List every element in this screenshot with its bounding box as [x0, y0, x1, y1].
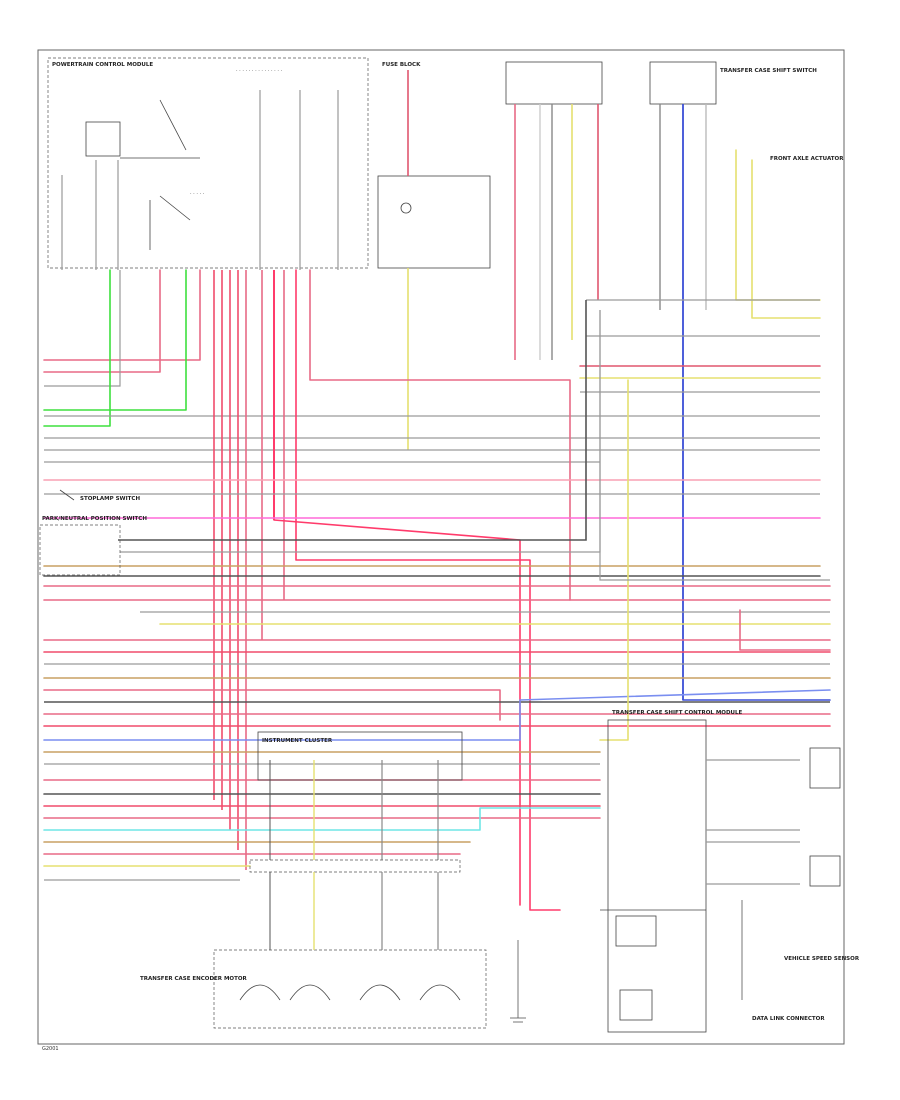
- right-switch-wires: FRONT AXLE ACTUATOR: [579, 149, 844, 393]
- ground-symbol: [510, 940, 526, 1023]
- right-side-relays: VEHICLE SPEED SENSOR DATA LINK CONNECTOR: [706, 747, 860, 1022]
- park-neutral-label: PARK/NEUTRAL POSITION SWITCH: [42, 516, 147, 522]
- lower-harness-wires: [43, 677, 831, 881]
- instrument-cluster-label: INSTRUMENT CLUSTER: [262, 738, 333, 744]
- tcm-label: TRANSFER CASE SHIFT CONTROL MODULE: [612, 710, 743, 716]
- left-side-switches: PARK/NEUTRAL POSITION SWITCH STOPLAMP SW…: [39, 489, 147, 576]
- diagram-frame: [37, 49, 845, 1045]
- transfer-case-switch-label: TRANSFER CASE SHIFT SWITCH: [720, 68, 817, 74]
- fuse-block-label: FUSE BLOCK: [382, 62, 421, 68]
- vss-label: VEHICLE SPEED SENSOR: [784, 956, 860, 962]
- middle-harness-wires: [43, 300, 831, 665]
- instrument-cluster: INSTRUMENT CLUSTER: [249, 731, 463, 873]
- encoder-motor-label: TRANSFER CASE ENCODER MOTOR: [140, 976, 248, 982]
- upper-harness-wires: [43, 269, 820, 463]
- svg-text:· · · · ·: · · · · ·: [190, 191, 205, 197]
- right-verticals: [599, 310, 831, 741]
- fuse-block: FUSE BLOCK: [377, 62, 491, 450]
- red-vertical-bundle: [213, 269, 571, 911]
- transfer-case-encoder-motor: TRANSFER CASE ENCODER MOTOR: [140, 872, 487, 1029]
- diagram-footer-code: G2001: [42, 1046, 59, 1052]
- stoplamp-label: STOPLAMP SWITCH: [80, 496, 140, 502]
- data-link-label: DATA LINK CONNECTOR: [752, 1016, 825, 1022]
- transfer-case-shift-control-module: TRANSFER CASE SHIFT CONTROL MODULE: [600, 710, 743, 1033]
- transfer-case-module-connectors: TRANSFER CASE SHIFT SWITCH: [505, 61, 817, 700]
- front-axle-label: FRONT AXLE ACTUATOR: [770, 156, 844, 162]
- pcm-label: POWERTRAIN CONTROL MODULE: [52, 62, 153, 68]
- powertrain-control-module-block: POWERTRAIN CONTROL MODULE · · · · · · · …: [47, 57, 369, 270]
- svg-text:· · · · · · · · · · · · · · ·: · · · · · · · · · · · · · · ·: [236, 68, 283, 74]
